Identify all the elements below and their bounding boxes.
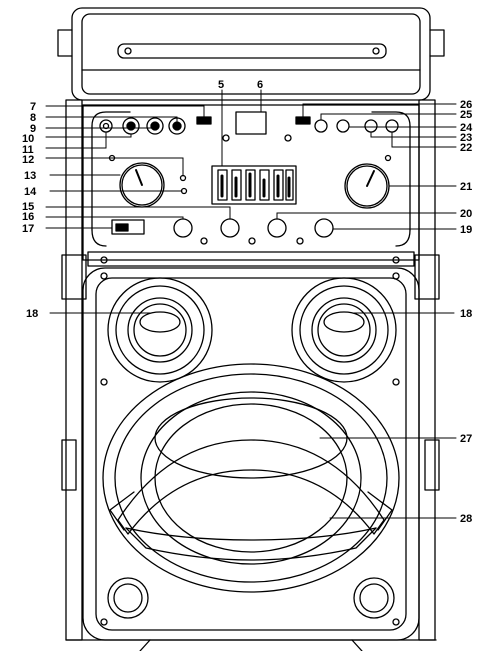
- callout-16: 16: [22, 211, 34, 223]
- callout-24: 24: [460, 122, 473, 134]
- callout-15: 15: [22, 201, 34, 213]
- callout-7: 7: [30, 101, 36, 113]
- callout-10: 10: [22, 133, 34, 145]
- callout-6: 6: [257, 79, 263, 91]
- callout-13: 13: [24, 170, 36, 182]
- callout-26: 26: [460, 99, 472, 111]
- usb-slots: [196, 116, 311, 125]
- tweeter-left: [107, 277, 213, 383]
- callout-19: 19: [460, 224, 472, 236]
- callout-23: 23: [460, 132, 472, 144]
- woofer: [102, 363, 400, 593]
- leader-lines: [45, 89, 457, 519]
- callout-11: 11: [22, 144, 34, 156]
- callout-5: 5: [218, 79, 224, 91]
- volume-knob-left: [119, 162, 165, 208]
- small-knobs: [173, 218, 334, 238]
- callout-20: 20: [460, 208, 472, 220]
- callout-9: 9: [30, 123, 36, 135]
- callout-12: 12: [22, 154, 34, 166]
- input-jacks-left: [99, 117, 186, 135]
- equalizer-sliders: [211, 165, 297, 205]
- callout-18-right: 18: [460, 308, 472, 320]
- led-display: [235, 111, 267, 135]
- callout-28: 28: [460, 513, 472, 525]
- callout-25: 25: [460, 109, 472, 121]
- input-jacks-right: [314, 119, 399, 133]
- callout-labels: 7 8 9 10 11 12 13 14 15 16 17 18 18 19 2…: [22, 79, 473, 525]
- bass-ports: [107, 577, 395, 619]
- callout-14: 14: [24, 186, 37, 198]
- base-feet: [65, 639, 437, 651]
- callout-27: 27: [460, 433, 472, 445]
- volume-knob-right: [344, 163, 390, 209]
- tweeter-right: [291, 277, 397, 383]
- callout-21: 21: [460, 181, 472, 193]
- callout-22: 22: [460, 142, 472, 154]
- top-handle: [57, 7, 445, 101]
- callout-8: 8: [30, 112, 36, 124]
- power-switch: [111, 219, 145, 235]
- front-handle: [109, 439, 393, 561]
- callout-17: 17: [22, 223, 34, 235]
- callout-18-left: 18: [26, 308, 38, 320]
